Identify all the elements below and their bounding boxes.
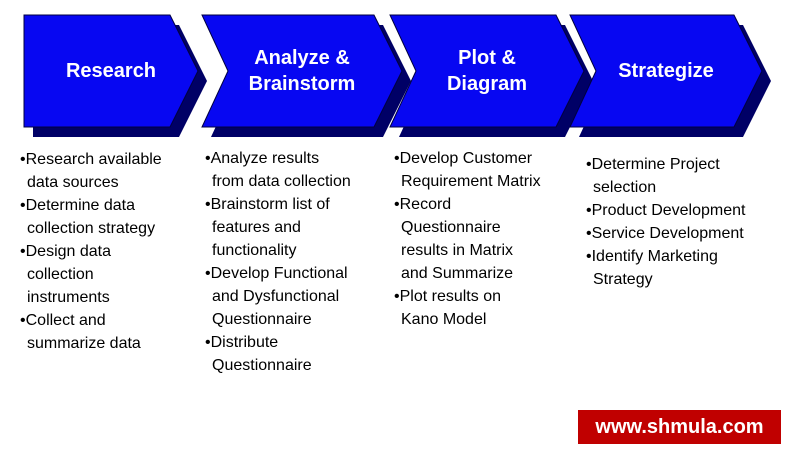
website-banner: www.shmula.com [578,410,781,444]
bullet-item: Research available data sources [20,148,196,194]
process-arrow-graphics [23,14,771,137]
bullet-item: Develop Functional and Dysfunctional Que… [205,262,393,331]
step-label-plot-diagram: Plot & Diagram [446,47,528,95]
bullet-item: Determine data collection strategy [20,194,196,240]
step-details-strategize: Determine Project selection Product Deve… [586,153,788,291]
bullet-item: Develop Customer Requirement Matrix [394,147,572,193]
bullet-item: Record Questionnaire results in Matrix a… [394,193,572,285]
arrow-shape-analyze [201,14,403,128]
bullet-list: Develop Customer Requirement Matrix Reco… [394,147,572,331]
bullet-item: Product Development [586,199,788,222]
step-details-research: Research available data sources Determin… [20,148,196,355]
arrow-shape-plot [389,14,585,128]
bullet-item: Plot results on Kano Model [394,285,572,331]
step-label-strategize: Strategize [618,60,714,82]
bullet-item: Analyze results from data collection [205,147,393,193]
step-details-analyze-brainstorm: Analyze results from data collection Bra… [205,147,393,377]
arrow-shape-research [23,14,199,128]
step-label-research: Research [65,60,157,82]
website-url: www.shmula.com [595,415,764,438]
bullet-list: Analyze results from data collection Bra… [205,147,393,377]
bullet-item: Brainstorm list of features and function… [205,193,393,262]
bullet-item: Design data collection instruments [20,240,196,309]
arrow-shape-strategize [569,14,763,128]
bullet-item: Distribute Questionnaire [205,331,393,377]
bullet-item: Service Development [586,222,788,245]
step-details-plot-diagram: Develop Customer Requirement Matrix Reco… [394,147,572,331]
bullet-item: Determine Project selection [586,153,788,199]
bullet-item: Collect and summarize data [20,309,196,355]
bullet-list: Research available data sources Determin… [20,148,196,355]
bullet-item: Identify Marketing Strategy [586,245,788,291]
step-label-analyze-brainstorm: Analyze & Brainstorm [248,47,356,95]
bullet-list: Determine Project selection Product Deve… [586,153,788,291]
